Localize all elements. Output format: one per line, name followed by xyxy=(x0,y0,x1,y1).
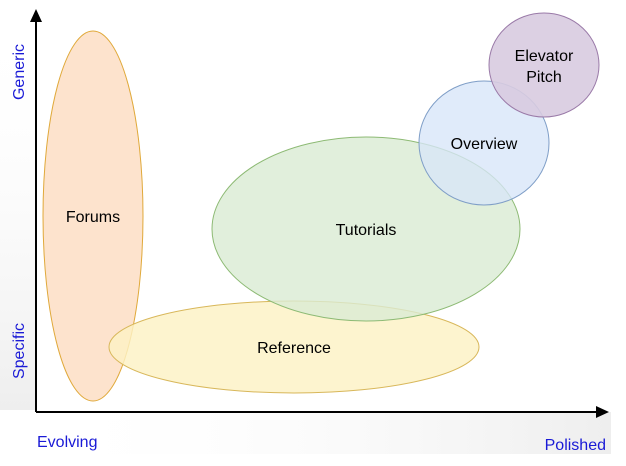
region-tutorials-label: Tutorials xyxy=(336,222,397,239)
region-forums-label: Forums xyxy=(66,209,120,226)
y-axis-arrow-icon xyxy=(30,9,42,22)
x-axis-right-label: Polished xyxy=(545,437,606,454)
region-elevator-pitch-label-line-2: Pitch xyxy=(526,69,562,86)
region-elevator-pitch[interactable]: Elevator Pitch xyxy=(488,12,600,118)
x-axis-band xyxy=(36,412,611,454)
region-overview[interactable]: Overview xyxy=(418,80,550,206)
x-axis-arrow-icon xyxy=(596,406,609,418)
y-axis-band xyxy=(0,10,36,410)
region-elevator-pitch-label-line-1: Elevator xyxy=(515,48,574,65)
axes xyxy=(30,9,609,418)
region-reference-label: Reference xyxy=(257,340,331,357)
y-axis-top-label: Generic xyxy=(11,44,28,100)
region-forums-shape xyxy=(42,30,144,402)
x-axis-left-label: Evolving xyxy=(37,434,97,451)
region-overview-label: Overview xyxy=(451,136,518,153)
region-forums[interactable]: Forums xyxy=(42,30,144,402)
region-elevator-pitch-shape xyxy=(488,12,600,118)
y-axis-bottom-label: Specific xyxy=(11,323,28,379)
region-overview-shape xyxy=(418,80,550,206)
